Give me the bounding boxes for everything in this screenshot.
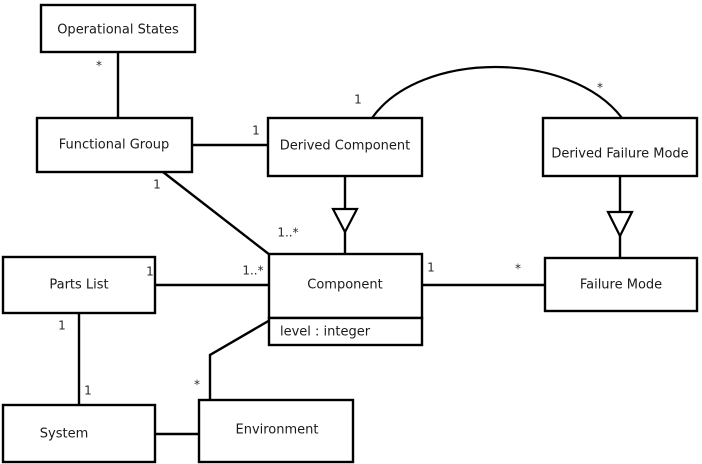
class-box-operational-states[interactable]: Operational States — [39, 3, 197, 54]
class-name-derived-failure-mode: Derived Failure Mode — [551, 147, 688, 162]
association-derived-component-derived-failure-mode — [371, 65, 623, 119]
class-name-operational-states: Operational States — [57, 23, 179, 38]
association-component-environment — [208, 314, 278, 400]
class-box-environment[interactable]: Environment — [197, 398, 355, 464]
class-box-rect-failure-mode — [543, 256, 699, 313]
multiplicity-component-failure-mode-target: * — [515, 262, 521, 276]
association-functional-group-component — [162, 171, 271, 256]
class-box-rect-derived-component — [266, 116, 424, 178]
class-name-functional-group: Functional Group — [59, 138, 170, 153]
class-box-derived-failure-mode[interactable]: Derived Failure Mode — [541, 116, 699, 178]
multiplicity-component-failure-mode-source: 1 — [427, 261, 435, 275]
class-name-system: System — [40, 427, 88, 442]
class-box-rect-operational-states — [39, 3, 197, 54]
class-box-rect-functional-group — [35, 116, 194, 174]
multiplicity-parts-list-component-target: 1..* — [242, 264, 263, 278]
class-box-rect-component-attributes — [267, 316, 424, 347]
class-name-derived-component: Derived Component — [280, 139, 411, 154]
multiplicity-parts-list-component-source: 1 — [146, 265, 154, 279]
class-box-component[interactable]: Component level : integer — [267, 252, 424, 347]
multiplicity-component-environment: * — [194, 378, 200, 392]
class-name-component: Component — [307, 278, 382, 293]
multiplicity-functional-group-derived-component: 1 — [252, 124, 260, 138]
multiplicity-functional-group-component-target: 1..* — [277, 226, 298, 240]
class-box-functional-group[interactable]: Functional Group — [35, 116, 194, 174]
class-box-system[interactable]: System — [1, 403, 157, 464]
class-attribute-component-level: level : integer — [280, 325, 371, 340]
generalization-arrowhead-failure-mode — [606, 210, 634, 239]
multiplicity-derived-component-derived-failure-mode-source: 1 — [354, 93, 362, 107]
multiplicity-operational-states-functional-group: * — [96, 59, 102, 73]
class-name-environment: Environment — [235, 423, 318, 438]
generalization-arrowhead-component — [331, 207, 359, 235]
class-box-derived-component[interactable]: Derived Component — [266, 116, 424, 178]
class-box-rect-derived-failure-mode — [541, 116, 699, 178]
class-box-rect-environment — [197, 398, 355, 464]
multiplicity-derived-component-derived-failure-mode-target: * — [597, 81, 603, 95]
class-box-rect-parts-list — [1, 255, 157, 315]
multiplicity-parts-list-system-source: 1 — [58, 319, 66, 333]
class-box-rect-component-name — [267, 252, 424, 320]
class-box-failure-mode[interactable]: Failure Mode — [543, 256, 699, 313]
class-name-parts-list: Parts List — [49, 278, 108, 293]
class-name-failure-mode: Failure Mode — [580, 278, 662, 293]
class-box-parts-list[interactable]: Parts List — [1, 255, 157, 315]
multiplicity-parts-list-system-target: 1 — [84, 384, 92, 398]
class-box-rect-system — [1, 403, 157, 464]
multiplicity-functional-group-component-source: 1 — [153, 178, 161, 192]
